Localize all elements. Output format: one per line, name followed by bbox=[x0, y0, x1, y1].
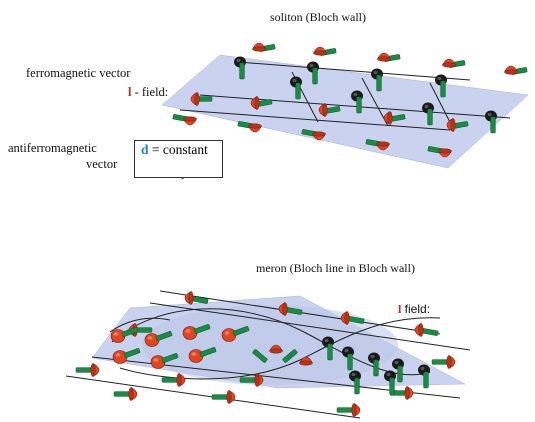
meron-wall-rod bbox=[327, 343, 333, 361]
spin-cone bbox=[184, 291, 194, 305]
meron-l-suffix: field: bbox=[401, 302, 431, 316]
spin-rod bbox=[113, 391, 131, 397]
spin-cone bbox=[446, 355, 456, 369]
spin-cone bbox=[252, 42, 266, 52]
soliton-title: soliton (Bloch wall) bbox=[270, 10, 366, 24]
wall-rod bbox=[376, 74, 382, 92]
meron-wall-rod bbox=[389, 377, 395, 395]
wall-rod bbox=[490, 116, 496, 134]
meron-l-symbol: l bbox=[398, 302, 402, 316]
spin-rod bbox=[161, 377, 179, 383]
meron-wall-rod bbox=[373, 359, 379, 377]
meron-wall-rod bbox=[423, 371, 429, 389]
spin-cone bbox=[176, 373, 186, 387]
spin-cone bbox=[313, 46, 327, 56]
spin-cone bbox=[377, 52, 391, 62]
spin-rod bbox=[431, 359, 449, 365]
d-constant-box: d = constant bbox=[134, 140, 223, 178]
wall-rod bbox=[427, 108, 433, 126]
l-field-suffix: - field: bbox=[131, 85, 169, 99]
ferromagnetic-label: ferromagnetic vector bbox=[26, 66, 131, 80]
wall-rod bbox=[239, 62, 245, 80]
spin-cone bbox=[504, 65, 518, 75]
wall-rod bbox=[295, 82, 301, 100]
spin-cone bbox=[128, 387, 138, 401]
spin-cone bbox=[414, 323, 424, 337]
meron-l-field-label: l field: bbox=[398, 302, 430, 317]
d-suffix: = constant bbox=[148, 142, 208, 157]
antiferromagnetic-label: antiferromagnetic bbox=[8, 141, 97, 155]
vector-label: vector bbox=[86, 157, 118, 171]
spin-cone bbox=[183, 116, 197, 126]
d-constant-text: d = constant bbox=[141, 142, 208, 158]
meron-wall-rod bbox=[354, 377, 360, 395]
wall-rod bbox=[356, 96, 362, 114]
wall-rod bbox=[440, 80, 446, 98]
meron-title: meron (Bloch line in Bloch wall) bbox=[256, 261, 415, 275]
d-symbol: d bbox=[141, 142, 149, 157]
spin-cone bbox=[248, 123, 262, 133]
wall-rod bbox=[312, 67, 318, 85]
spin-rod bbox=[135, 327, 153, 333]
spin-rod bbox=[239, 377, 257, 383]
spin-cone bbox=[90, 363, 100, 377]
l-symbol: l bbox=[128, 85, 132, 99]
spin-cone bbox=[442, 58, 456, 68]
l-field-label: l - field: bbox=[128, 85, 168, 100]
spin-rod bbox=[211, 394, 229, 400]
spin-cone bbox=[226, 390, 236, 404]
spin-rod bbox=[75, 367, 93, 373]
spin-rod bbox=[191, 295, 209, 305]
spin-cone bbox=[404, 386, 414, 400]
meron-wall-rod bbox=[347, 353, 353, 371]
spin-rod bbox=[336, 407, 354, 413]
meron-wall-rod bbox=[397, 365, 403, 383]
spin-cone bbox=[351, 403, 361, 417]
spin-rod bbox=[421, 327, 439, 337]
